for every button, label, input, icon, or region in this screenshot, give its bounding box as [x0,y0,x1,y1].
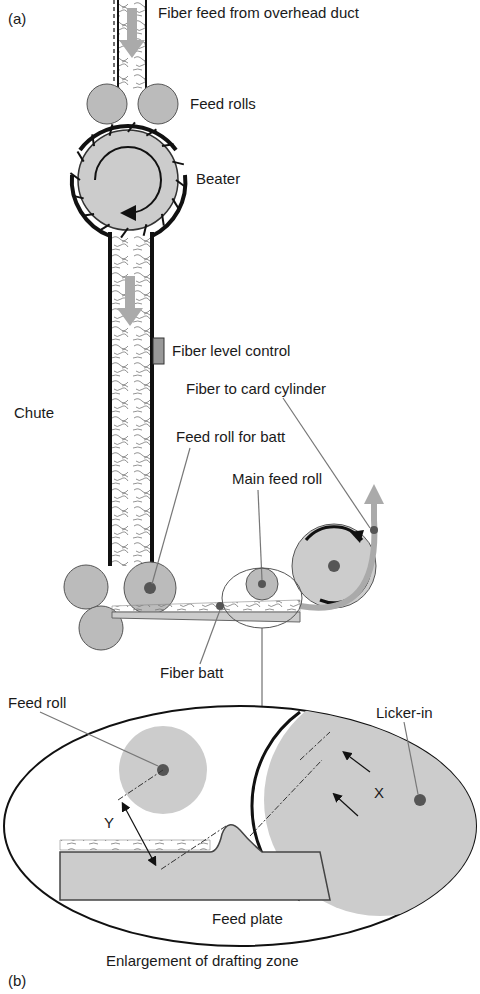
part-label: Feed plate [212,910,283,928]
part-label: Beater [196,170,240,188]
panel-letter: (a) [8,10,26,28]
dimension-label: Y [104,814,114,832]
dimension-label: X [374,784,384,802]
part-label: Feed roll [8,694,66,712]
panel-letter: (b) [8,972,26,990]
part-label: Licker-in [376,704,433,722]
part-label: Chute [14,404,54,422]
part-label: Feed rolls [190,95,256,113]
part-label: Fiber level control [172,342,290,360]
part-label: Fiber to card cylinder [186,380,326,398]
part-label: Fiber batt [160,664,223,682]
caption-label: Fiber feed from overhead duct [158,4,359,22]
caption-label: Enlargement of drafting zone [106,952,299,970]
part-label: Main feed roll [232,470,322,488]
part-label: Feed roll for batt [176,428,285,446]
